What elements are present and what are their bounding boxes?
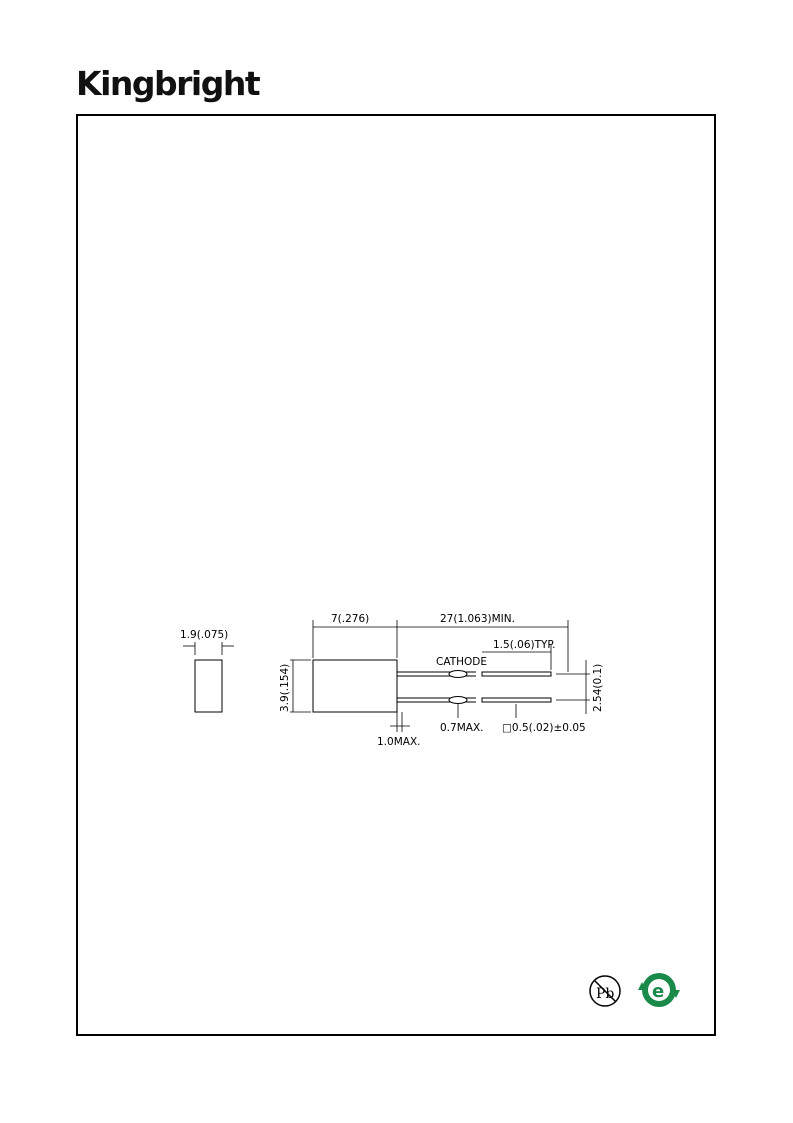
side-view: 1.9(.075) — [180, 629, 234, 713]
lead-bottom-bulge — [448, 696, 468, 704]
standoff-label: 1.0MAX. — [377, 736, 420, 748]
body-height-label: 3.9(.154) — [279, 664, 291, 712]
rohs-arrow-left — [638, 982, 646, 990]
pb-free-circle — [589, 975, 621, 1007]
cathode-label: CATHODE — [436, 656, 487, 668]
pb-free-icon: Pb — [589, 975, 621, 1007]
lead-spacing-label: 2.54(0.1) — [592, 664, 604, 712]
lead-bulge-label: 0.7MAX. — [440, 722, 483, 734]
lead-top-end — [481, 671, 552, 677]
lead-square-label: □0.5(.02)±0.05 — [502, 722, 586, 734]
side-view-body — [194, 659, 223, 713]
rohs-e-icon: e — [638, 973, 680, 1007]
side-width-label: 1.9(.075) — [180, 629, 228, 641]
kingbright-logo: Kingbright — [76, 64, 261, 103]
body-length-label: 7(.276) — [331, 613, 369, 625]
rohs-inner — [648, 979, 670, 1001]
pb-text: Pb — [596, 986, 614, 1002]
rohs-arrow-right — [672, 990, 680, 998]
pb-free-slash — [593, 979, 617, 1003]
lead-length-label: 27(1.063)MIN. — [440, 613, 515, 625]
main-view: 7(.276) 27(1.063)MIN. 1.5(.06)TYP. CATHO… — [279, 613, 604, 748]
lead-top-bulge — [448, 670, 468, 678]
pitch-offset-label: 1.5(.06)TYP. — [493, 639, 555, 651]
rohs-e-text: e — [652, 981, 664, 1002]
lead-bottom-end — [481, 697, 552, 703]
drawing-frame — [76, 114, 716, 1036]
led-body — [312, 659, 398, 713]
